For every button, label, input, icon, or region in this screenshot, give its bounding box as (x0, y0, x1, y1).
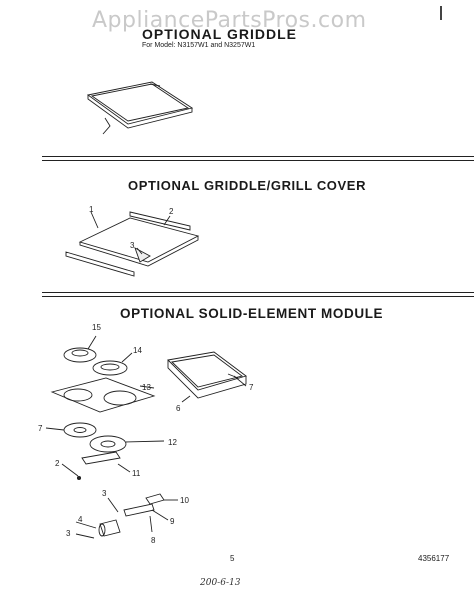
section-title-solid-element: OPTIONAL SOLID-ELEMENT MODULE (120, 306, 384, 321)
solid-element-drawing (45, 335, 247, 539)
model-subtitle: For Model: N3157W1 and N3257W1 (142, 42, 256, 49)
callout-2: 2 (169, 207, 174, 216)
part-code: 4356177 (418, 554, 450, 563)
callout-12: 12 (168, 438, 177, 447)
callout-3: 3 (130, 241, 135, 250)
callout-8: 8 (151, 536, 156, 545)
divider-mid-a (42, 292, 474, 293)
watermark: AppliancePartsPros.com (92, 8, 367, 33)
callout-6: 6 (176, 404, 181, 413)
callout-4: 4 (78, 515, 83, 524)
handwritten-note: 200-6-13 (200, 578, 241, 588)
griddle-drawing (86, 81, 194, 135)
callout-13: 13 (142, 383, 151, 392)
callout-15: 15 (92, 323, 101, 332)
divider-top-a (42, 156, 474, 157)
callout-9: 9 (170, 517, 175, 526)
callout-10: 10 (180, 496, 189, 505)
callout-7-tray: 7 (249, 383, 254, 392)
callout-3-bottom: 3 (66, 529, 71, 538)
divider-top-b (42, 160, 474, 161)
section-title-griddle-cover: OPTIONAL GRIDDLE/GRILL COVER (128, 178, 367, 193)
page-title: OPTIONAL GRIDDLE (142, 26, 297, 42)
callout-1: 1 (89, 205, 94, 214)
callout-14: 14 (133, 346, 142, 355)
grill-cover-drawing (65, 211, 200, 277)
callout-11: 11 (132, 469, 141, 478)
divider-mid-b (42, 296, 474, 297)
callout-3-screw: 3 (102, 489, 107, 498)
callout-2-terminal: 2 (55, 459, 60, 468)
page-number: 5 (230, 554, 235, 563)
corner-mark (440, 6, 442, 20)
callout-7-burner: 7 (38, 424, 43, 433)
